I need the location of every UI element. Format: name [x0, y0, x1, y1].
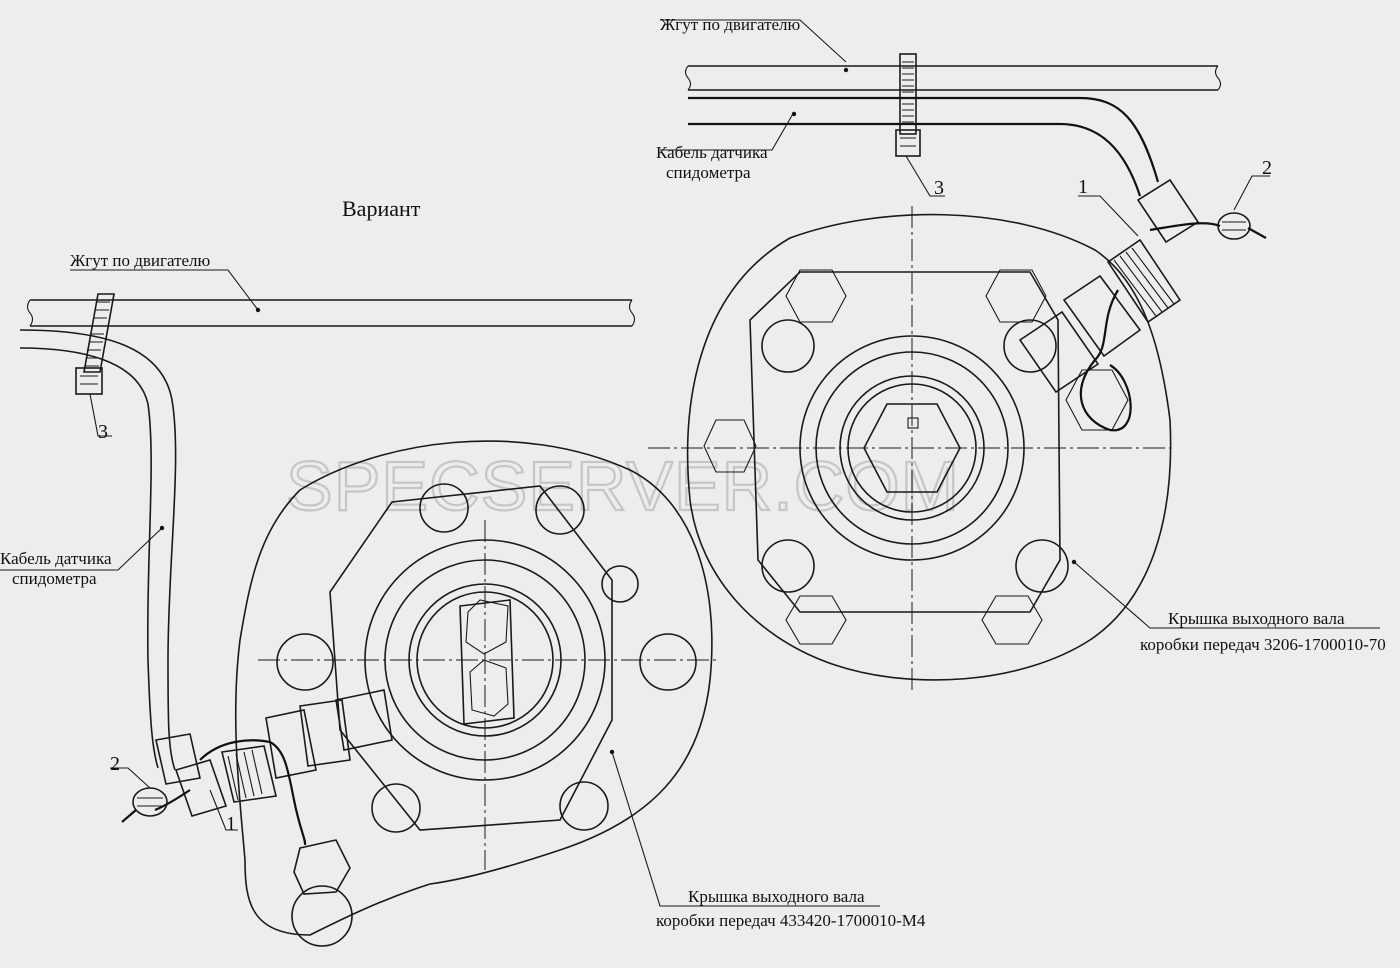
right-cover-label-line2: коробки передач 3206-1700010-70: [1140, 635, 1386, 654]
right-clamp-callout: 3: [934, 177, 944, 199]
right-speed-sensor: [1018, 274, 1142, 394]
right-connector: [1106, 178, 1200, 324]
left-harness-label: Жгут по двигателю: [70, 251, 211, 270]
watermark-text: SPECSERVER.COM: [286, 447, 960, 525]
right-seal-callout: 2: [1262, 157, 1272, 179]
left-connector: [155, 733, 277, 817]
right-cable-clamp: [895, 53, 921, 157]
right-harness-label: Жгут по двигателю: [660, 15, 801, 34]
left-seal-wire: [154, 739, 307, 846]
left-clamp-callout: 3: [98, 421, 108, 443]
right-output-shaft-cover: [686, 213, 1172, 681]
right-view: [648, 19, 1380, 690]
left-cover-label-line1: Крышка выходного вала: [688, 887, 865, 906]
left-speed-sensor: [265, 689, 393, 779]
right-cable-label-line2: спидометра: [666, 163, 751, 182]
variant-title: Вариант: [342, 196, 421, 221]
right-cable-label-line1: Кабель датчика: [656, 143, 768, 162]
left-cable-label-line1: Кабель датчика: [0, 549, 112, 568]
right-seal-wire: [1079, 222, 1221, 432]
left-cable-label-line2: спидометра: [12, 569, 97, 588]
left-seal-callout: 2: [110, 753, 120, 775]
left-cable-clamp: [75, 293, 115, 395]
left-connector-callout: 1: [226, 813, 236, 835]
right-engine-harness: [684, 65, 1222, 91]
left-seal: [121, 787, 168, 823]
left-view: [0, 269, 880, 947]
left-cover-label-line2: коробки передач 433420-1700010-М4: [656, 911, 926, 930]
right-speedometer-cable: [688, 96, 1160, 183]
left-engine-harness: [26, 299, 636, 327]
right-connector-callout: 1: [1078, 176, 1088, 198]
right-seal: [1217, 212, 1267, 240]
right-cover-label-line1: Крышка выходного вала: [1168, 609, 1345, 628]
left-output-shaft-cover: [234, 440, 713, 936]
left-speedometer-cable: [19, 329, 177, 771]
